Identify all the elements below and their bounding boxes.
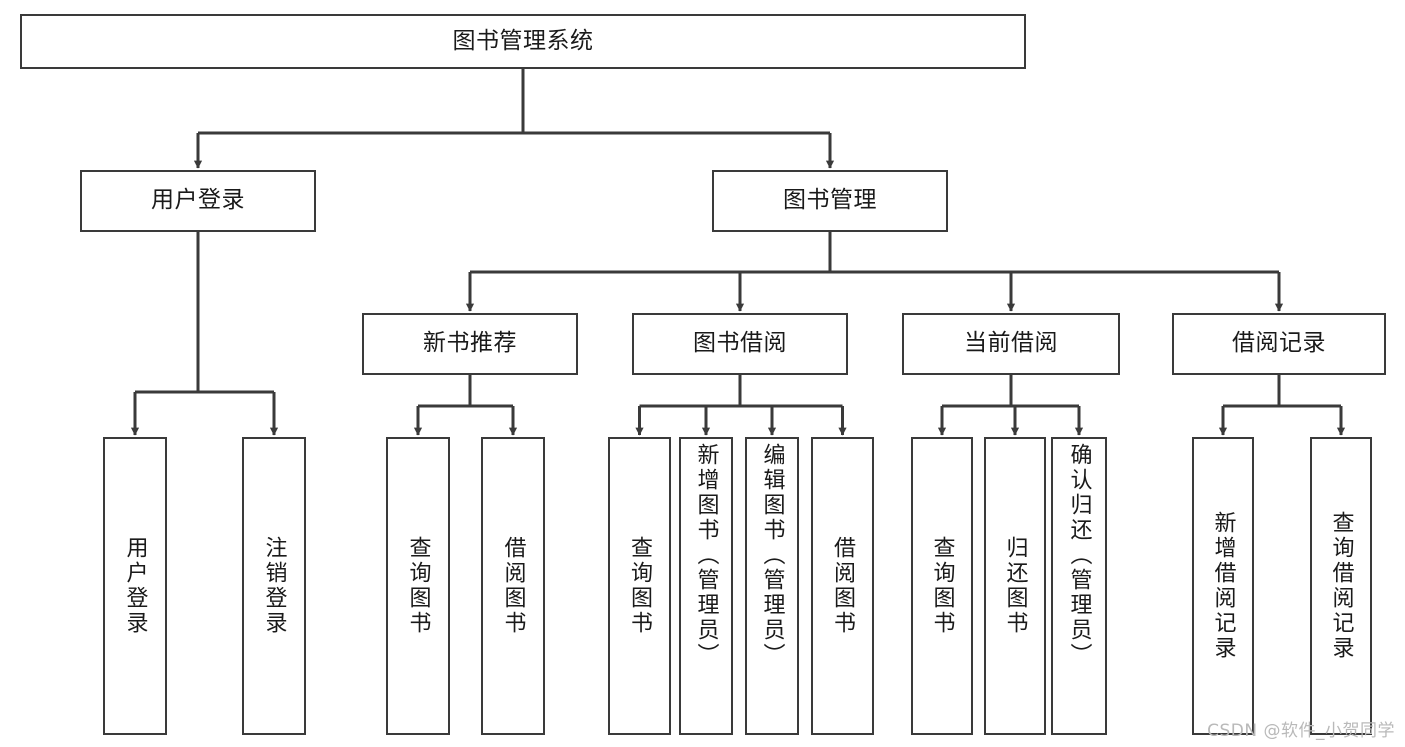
node-label: 当前借阅 bbox=[964, 330, 1058, 357]
node-label: 查询图书 bbox=[929, 536, 955, 636]
node-user-login[interactable]: 用户登录 bbox=[80, 170, 316, 232]
node-leaf-user-login[interactable]: 用户登录 bbox=[103, 437, 167, 735]
node-leaf-query-book[interactable]: 查询图书 bbox=[608, 437, 671, 735]
node-leaf-borrow-book[interactable]: 借阅图书 bbox=[811, 437, 874, 735]
node-root[interactable]: 图书管理系统 bbox=[20, 14, 1026, 69]
node-leaf-edit-book-admin[interactable]: 编辑图书（管理员） bbox=[745, 437, 799, 735]
node-label: 用户登录 bbox=[151, 187, 245, 214]
node-new-book-recommend[interactable]: 新书推荐 bbox=[362, 313, 578, 375]
node-borrow-record[interactable]: 借阅记录 bbox=[1172, 313, 1386, 375]
node-label: 借阅图书 bbox=[500, 536, 526, 636]
node-leaf-confirm-return-admin[interactable]: 确认归还（管理员） bbox=[1051, 437, 1107, 735]
node-label: 查询借阅记录 bbox=[1328, 511, 1354, 661]
node-label: 借阅图书 bbox=[830, 536, 856, 636]
node-label: 确认归还（管理员） bbox=[1066, 443, 1092, 668]
node-leaf-query-book-current[interactable]: 查询图书 bbox=[911, 437, 973, 735]
node-label: 借阅记录 bbox=[1232, 330, 1326, 357]
node-leaf-logout[interactable]: 注销登录 bbox=[242, 437, 306, 735]
node-book-manage[interactable]: 图书管理 bbox=[712, 170, 948, 232]
node-label: 编辑图书（管理员） bbox=[759, 443, 785, 668]
node-leaf-return-book[interactable]: 归还图书 bbox=[984, 437, 1046, 735]
node-label: 用户登录 bbox=[122, 536, 148, 636]
node-label: 新书推荐 bbox=[423, 330, 517, 357]
node-label: 查询图书 bbox=[405, 536, 431, 636]
node-label: 图书管理系统 bbox=[452, 27, 594, 54]
node-label: 注销登录 bbox=[261, 536, 287, 636]
node-label: 新增借阅记录 bbox=[1210, 511, 1236, 661]
node-label: 图书借阅 bbox=[693, 330, 787, 357]
node-leaf-query-book-recommend[interactable]: 查询图书 bbox=[386, 437, 450, 735]
node-book-borrow[interactable]: 图书借阅 bbox=[632, 313, 848, 375]
node-label: 查询图书 bbox=[627, 536, 653, 636]
node-label: 归还图书 bbox=[1002, 536, 1028, 636]
node-leaf-borrow-book-recommend[interactable]: 借阅图书 bbox=[481, 437, 545, 735]
node-label: 新增图书（管理员） bbox=[693, 443, 719, 668]
csdn-watermark: CSDN @软件_小贺同学 bbox=[1207, 721, 1395, 741]
node-leaf-query-borrow-record[interactable]: 查询借阅记录 bbox=[1310, 437, 1372, 735]
node-leaf-add-book-admin[interactable]: 新增图书（管理员） bbox=[679, 437, 733, 735]
node-leaf-add-borrow-record[interactable]: 新增借阅记录 bbox=[1192, 437, 1254, 735]
node-label: 图书管理 bbox=[783, 187, 877, 214]
node-current-borrow[interactable]: 当前借阅 bbox=[902, 313, 1120, 375]
